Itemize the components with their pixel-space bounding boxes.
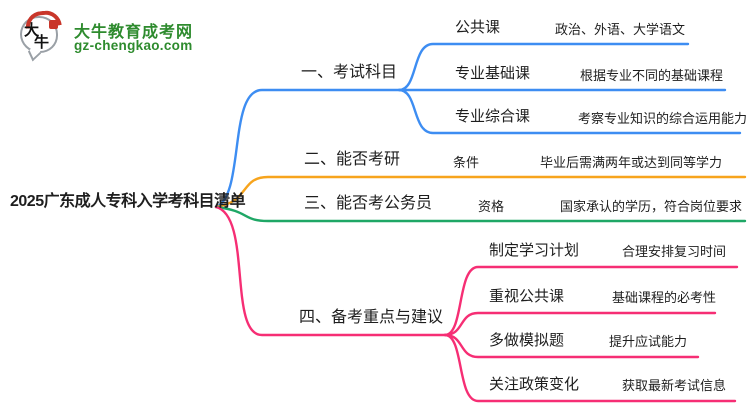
logo-brand-text: 大牛教育成考网 xyxy=(74,24,194,41)
node-study-plan-detail: 合理安排复习时间 xyxy=(622,244,727,259)
branch-civil-servant-line xyxy=(214,205,747,223)
node-public-course: 公共课 xyxy=(455,19,501,36)
node-policy-changes: 关注政策变化 xyxy=(489,376,580,393)
branch-label-exam-subjects: 一、考试科目 xyxy=(301,64,398,81)
logo-red-seal-icon xyxy=(49,20,58,29)
node-public-course-detail: 政治、外语、大学语文 xyxy=(555,22,686,37)
node-civil-servant-qualification: 资格 xyxy=(478,199,505,214)
branch-preparation-line xyxy=(214,205,447,337)
node-mock-exams: 多做模拟题 xyxy=(489,332,565,349)
site-logo: 大 牛 大牛教育成考网 gz-chengkao.com xyxy=(16,9,246,62)
branch-label-preparation: 四、备考重点与建议 xyxy=(299,309,444,326)
node-mock-exams-detail: 提升应试能力 xyxy=(609,334,688,349)
branch-label-postgraduate: 二、能否考研 xyxy=(304,151,401,168)
root-topic: 2025广东成人专科入学考科目清单 xyxy=(10,193,246,210)
node-focus-public-course: 重视公共课 xyxy=(489,288,565,305)
node-policy-changes-detail: 获取最新考试信息 xyxy=(622,378,727,393)
node-focus-public-course-detail: 基础课程的必考性 xyxy=(612,290,717,305)
branch-preparation-child-public-line xyxy=(443,311,717,337)
node-major-comprehensive-course-detail: 考察专业知识的综合运用能力 xyxy=(578,111,748,126)
node-postgraduate-condition: 条件 xyxy=(453,155,480,170)
node-postgraduate-condition-detail: 毕业后需满两年或达到同等学力 xyxy=(540,155,723,170)
logo-speech-bubble-icon: 大 牛 xyxy=(20,9,62,62)
logo-bubble-char-1: 大 xyxy=(24,21,40,39)
branch-exam-subjects-child-public-line xyxy=(397,42,690,92)
branch-exam-subjects-line xyxy=(214,88,727,209)
branch-exam-subjects-child-comprehensive-line xyxy=(397,88,742,135)
branch-preparation-child-plan-line xyxy=(443,265,739,337)
logo-domain-text: gz-chengkao.com xyxy=(74,38,193,53)
node-major-basic-course-detail: 根据专业不同的基础课程 xyxy=(580,68,724,83)
node-major-comprehensive-course: 专业综合课 xyxy=(455,108,531,125)
node-major-basic-course: 专业基础课 xyxy=(455,65,531,82)
branch-label-civil-servant: 三、能否考公务员 xyxy=(304,195,433,212)
branch-postgraduate-line xyxy=(214,175,747,209)
node-study-plan: 制定学习计划 xyxy=(489,242,580,259)
node-civil-servant-qualification-detail: 国家承认的学历，符合岗位要求 xyxy=(560,199,743,214)
branch-preparation-child-policy-line xyxy=(443,333,737,403)
